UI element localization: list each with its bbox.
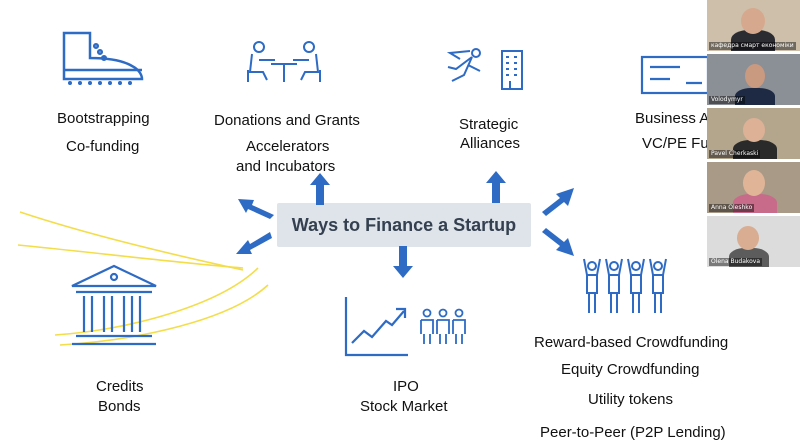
business-angels-label: Business A [635, 110, 710, 127]
participant-video [745, 64, 765, 88]
participant-name: Pavel Cherkaski [709, 150, 761, 158]
participant-name: Volodymyr [709, 96, 745, 104]
bootstrapping-label: Bootstrapping [57, 110, 150, 127]
participant-video [743, 170, 765, 196]
superhero-building-icon [446, 48, 523, 90]
p2p-lending-label: Peer-to-Peer (P2P Lending) [540, 424, 726, 441]
arrow-down-right [542, 228, 574, 256]
participant-name: кафедра смарт економіки [709, 42, 796, 50]
participant-tile[interactable]: Anna Oleshko [707, 162, 800, 213]
participant-video [743, 118, 765, 142]
participant-name: Olena Budakova [709, 258, 763, 266]
credits-label: Credits [96, 378, 144, 395]
center-title: Ways to Finance a Startup [291, 214, 517, 235]
alliances-label: Alliances [460, 135, 521, 152]
center-title-box: Ways to Finance a Startup [277, 203, 531, 247]
utility-tokens-label: Utility tokens [588, 391, 674, 408]
participant-tile[interactable]: Olena Budakova [707, 216, 800, 267]
donations-label: Donations and Grants [214, 112, 360, 129]
arrow-up-right [542, 188, 574, 216]
arrow-up-left [238, 199, 274, 219]
participant-tile[interactable]: Volodymyr [707, 54, 800, 105]
participant-video [729, 248, 769, 267]
arrow-down-left [236, 232, 272, 254]
stock-market-label: Stock Market [360, 398, 448, 415]
meeting-icon [247, 41, 321, 82]
reward-crowdfunding-label: Reward-based Crowdfunding [534, 334, 729, 351]
bank-icon [71, 264, 157, 346]
incubators-label: and Incubators [236, 158, 336, 175]
arrow-up-donations [310, 173, 330, 205]
video-participants-strip: кафедра смарт економіки Volodymyr Pavel … [707, 0, 800, 268]
participant-video [733, 140, 777, 159]
participant-video [731, 30, 775, 51]
arrow-down-ipo [393, 246, 413, 278]
growth-chart-icon [344, 297, 408, 357]
bonds-label: Bonds [98, 398, 141, 415]
boot-icon [62, 31, 144, 85]
people-group-icon [420, 308, 466, 344]
accelerators-label: Accelerators [246, 138, 330, 155]
crowd-icon [583, 258, 667, 313]
strategic-label: Strategic [459, 116, 519, 133]
participant-tile[interactable]: Pavel Cherkaski [707, 108, 800, 159]
cheque-icon [640, 55, 710, 95]
participant-video [741, 8, 765, 34]
equity-crowdfunding-label: Equity Crowdfunding [561, 361, 700, 378]
participant-tile[interactable]: кафедра смарт економіки [707, 0, 800, 51]
cofunding-label: Co-funding [66, 138, 140, 155]
arrow-up-strategic [486, 171, 506, 203]
participant-name: Anna Oleshko [709, 204, 755, 212]
participant-video [733, 194, 777, 213]
participant-video [735, 88, 775, 105]
ipo-label: IPO [393, 378, 419, 395]
vcpe-label: VC/PE Fu [642, 135, 709, 152]
participant-video [737, 226, 759, 250]
